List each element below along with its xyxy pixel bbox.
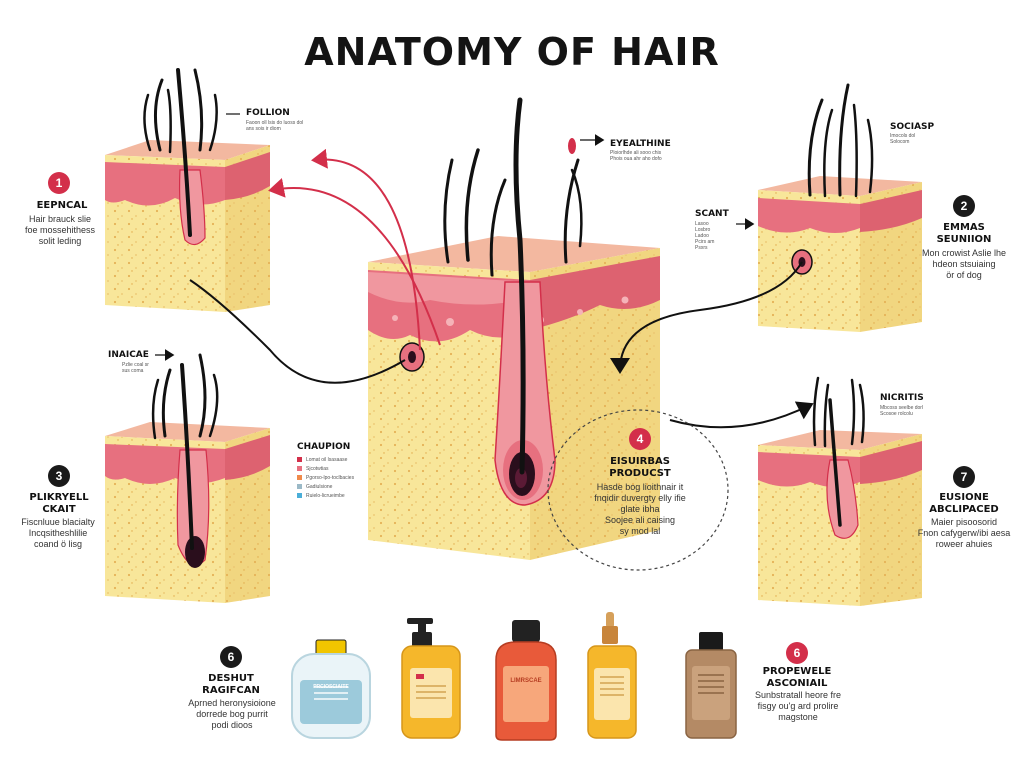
connector-arrows xyxy=(155,113,814,429)
legend-swatch xyxy=(297,466,302,471)
callout-nicritis-title: NICRITIS xyxy=(880,393,924,403)
products-row xyxy=(291,612,737,741)
section-4-badge: 4 xyxy=(629,428,651,450)
callout-sociasp-title: SOCIASP xyxy=(890,122,935,132)
callout-scant-title: SCANT xyxy=(695,209,729,219)
legend-item: Sjcotwtias xyxy=(297,464,354,473)
legend-item: Lomat oil lsasaase xyxy=(297,455,354,464)
section-3-badge: 3 xyxy=(48,465,70,487)
legend-label: Lomat oil lsasaase xyxy=(306,456,348,463)
product-oval xyxy=(547,409,729,571)
top-right-skin-block xyxy=(758,83,922,332)
legend-swatch xyxy=(297,484,302,489)
legend-swatch xyxy=(297,493,302,498)
product-orange-bottle xyxy=(495,620,557,741)
legend-title: CHAUPION xyxy=(297,442,351,452)
section-1-title: EEPNCAL xyxy=(36,200,88,211)
callout-eyealthine-title: EYEALTHINE xyxy=(610,139,671,149)
section-6-right-title: PROPEWELE ASCONIAIL xyxy=(762,666,832,689)
legend-item: Pgorso-lpo-toclbacies xyxy=(297,473,354,482)
product-jar-label: PRCIOSCIAITE xyxy=(313,684,349,690)
callout-follion-title: FOLLION xyxy=(246,108,290,118)
mid-left-skin-block xyxy=(105,353,270,603)
legend-label: Gadiulsione xyxy=(306,483,333,490)
section-7-badge: 7 xyxy=(953,466,975,488)
center-skin-block xyxy=(368,97,660,560)
section-7-title: EUSIONE ABCLIPACED xyxy=(929,492,999,515)
product-orange-bottle-label: LIMRSCAE xyxy=(510,678,542,684)
section-4-title: EISUIRBAS PRODUCST xyxy=(609,456,671,479)
section-3-title: PLIKRYELL CKAIT xyxy=(29,492,89,515)
page-title: ANATOMY OF HAIR xyxy=(304,30,720,74)
top-left-skin-block xyxy=(105,68,270,312)
product-dropper-bottle xyxy=(587,612,637,739)
product-pump-bottle xyxy=(401,618,461,739)
section-2-badge: 2 xyxy=(953,195,975,217)
section-1-badge: 1 xyxy=(48,172,70,194)
legend-item: Gadiulsione xyxy=(297,482,354,491)
legend-label: Ruielo-licrueimbe xyxy=(306,492,345,499)
legend-label: Pgorso-lpo-toclbacies xyxy=(306,474,355,481)
legend-label: Sjcotwtias xyxy=(306,465,329,472)
callout-inaicae-title: INAICAE xyxy=(108,350,149,360)
legend-swatch xyxy=(297,475,302,480)
legend-swatch xyxy=(297,457,302,462)
section-2-title: EMMAS SEUNIION xyxy=(936,222,992,245)
legend-item: Ruielo-licrueimbe xyxy=(297,491,354,500)
mid-right-skin-block xyxy=(758,376,922,606)
product-jar xyxy=(291,639,371,739)
product-brown-bottle xyxy=(685,632,737,739)
section-6-left-title: DESHUT RAGIFCAN xyxy=(202,673,260,696)
section-6-right-badge: 6 xyxy=(786,642,808,664)
section-6-left-badge: 6 xyxy=(220,646,242,668)
